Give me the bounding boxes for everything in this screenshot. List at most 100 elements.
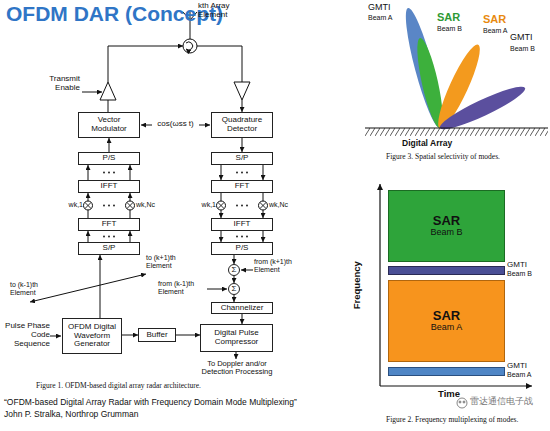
- circulator-symbol: [183, 39, 197, 53]
- ellipsis-dot: [236, 205, 238, 207]
- weight-label: wk,Nc: [269, 201, 295, 209]
- signal-connector: [234, 276, 235, 283]
- signal-connector: [88, 165, 89, 180]
- band-label: GMTI: [507, 362, 527, 371]
- node-text: Σ: [232, 266, 237, 275]
- signal-connector: [242, 138, 243, 152]
- multiplier-symbol: [126, 201, 135, 210]
- ellipsis-dot: [103, 236, 105, 238]
- ellipsis-dot: [108, 205, 110, 207]
- ellipsis-dot: [103, 205, 105, 207]
- beam-label: GMTI: [510, 33, 533, 43]
- amplifier-symbol: [100, 82, 116, 100]
- parallel-lane: [130, 165, 131, 180]
- element-links: [241, 270, 253, 271]
- process-box: P/S: [78, 152, 140, 165]
- mode-block: SARBeam B: [388, 190, 505, 262]
- array-ground: [365, 128, 548, 136]
- node-text: P/S: [236, 244, 249, 253]
- rf-wires: [108, 46, 183, 82]
- signal-name: cos(ωss t): [152, 120, 199, 129]
- signal-connector: [88, 231, 89, 242]
- mode-block: SARBeam A: [388, 280, 505, 362]
- output-note: To Doppler and/or Detection Processing: [192, 360, 282, 377]
- process-box: Digital Pulse Compressor: [200, 324, 273, 352]
- beam-label: GMTI: [368, 3, 391, 13]
- node-text: OFDM Digital Waveform Generator: [64, 323, 120, 349]
- node-text: S/P: [236, 154, 249, 163]
- plot-axes: [380, 385, 532, 386]
- weight-label: wk,1: [58, 201, 83, 209]
- mode-band: GMTIBeam A: [388, 367, 505, 376]
- node-text: Channelizer: [221, 304, 264, 313]
- multiplier-symbol: [217, 201, 226, 210]
- summer-circle: Σ: [228, 264, 240, 276]
- beam-label: Beam B: [510, 45, 535, 53]
- axis-label: Frequency: [352, 261, 362, 309]
- ellipsis-dot: [236, 172, 238, 174]
- node-text: FFT: [102, 220, 117, 229]
- beam-label: Beam B: [437, 25, 462, 33]
- signal-connector: [176, 335, 200, 336]
- ellipsis-dot: [108, 236, 110, 238]
- signal-connector: [242, 314, 243, 324]
- ellipsis-dot: [241, 205, 243, 207]
- multiplier-symbol: [126, 201, 135, 210]
- ellipsis-dot: [241, 236, 243, 238]
- multiplier-symbol: [84, 201, 93, 210]
- parallel-lane: [263, 165, 264, 180]
- rf-wires: [242, 100, 243, 112]
- process-box: IFFT: [78, 180, 140, 193]
- multiplier-symbol: [259, 201, 268, 210]
- watermark-icon: [463, 401, 465, 403]
- link-label: from (k+1)th Element: [254, 258, 300, 273]
- process-box: S/P: [78, 242, 140, 255]
- element-links: [236, 352, 237, 359]
- node-text: IFFT: [234, 220, 251, 229]
- node-text: Beam B: [430, 228, 462, 238]
- link-label: to (k+1)th Element: [146, 254, 198, 269]
- process-box: Vector Modulator: [78, 112, 140, 138]
- node-text: S/P: [103, 244, 116, 253]
- multiplier-symbol: [217, 201, 226, 210]
- process-box: Quadrature Detector: [211, 112, 273, 138]
- process-box: Channelizer: [211, 302, 273, 314]
- process-box: S/P: [211, 152, 273, 165]
- axis-label: Time: [438, 389, 460, 399]
- multiplier-symbol: [84, 201, 93, 210]
- plot-axes: [380, 184, 532, 386]
- rf-wires: [199, 125, 210, 126]
- multiplier-symbol: [85, 203, 91, 209]
- watermark-icon: [457, 398, 467, 408]
- multiplier-symbol: [127, 203, 133, 209]
- amplifier-symbol: [234, 82, 250, 100]
- mode-band: GMTIBeam B: [388, 266, 505, 275]
- ellipsis-dot: [113, 172, 115, 174]
- ellipsis-dot: [113, 205, 115, 207]
- process-box: P/S: [211, 242, 273, 255]
- node-text: SAR: [433, 309, 460, 323]
- element-links: [207, 289, 227, 290]
- signal-connector: [221, 231, 222, 242]
- element-label: kth Array Element: [198, 2, 234, 20]
- amplifier-symbol: [100, 82, 250, 100]
- figure-caption: Figure 3. Spatial selectivity of modes.: [386, 153, 500, 161]
- node-text: Beam A: [431, 323, 463, 333]
- weight-label: wk,Nc: [136, 201, 162, 209]
- node-text: Σ: [232, 285, 237, 294]
- link-label: from (k-1)th Element: [158, 280, 206, 295]
- circulator-symbol: [183, 39, 197, 53]
- watermark-icon: [459, 401, 461, 403]
- beam-label: SAR: [483, 13, 506, 25]
- beam-label: Beam A: [483, 27, 508, 35]
- watermark-icon: [457, 398, 467, 408]
- ellipsis-dot: [241, 172, 243, 174]
- process-box: OFDM Digital Waveform Generator: [62, 318, 122, 354]
- plot-axes: [379, 184, 380, 386]
- watermark: 雷达通信电子战: [470, 397, 533, 407]
- multiplier-symbol: [260, 203, 266, 209]
- link-label: to (k-1)th Element: [10, 281, 60, 296]
- signal-name: Transmit Enable: [40, 75, 80, 93]
- ellipsis-dot: [246, 236, 248, 238]
- signal-name: Pulse Phase Code Sequence: [4, 322, 50, 348]
